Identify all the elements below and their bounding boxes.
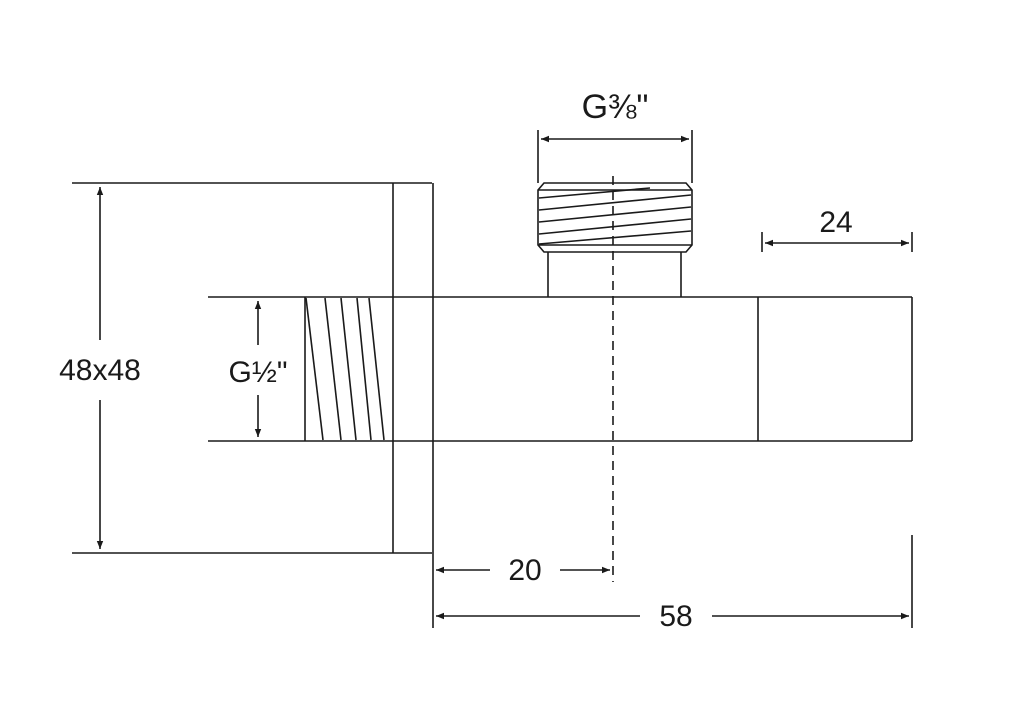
dim-handle-label: 24 bbox=[819, 206, 852, 239]
dim-overall-label: 58 bbox=[659, 600, 692, 633]
inlet-thread bbox=[305, 297, 385, 441]
valve-body bbox=[208, 296, 913, 442]
dim-offset-label: 20 bbox=[508, 554, 541, 587]
wall-plate bbox=[72, 182, 434, 628]
dim-outlet-label: G⅜" bbox=[582, 88, 649, 126]
dim-inlet-label: G½" bbox=[228, 356, 287, 389]
dim-wall-plate-label: 48x48 bbox=[59, 354, 141, 387]
outlet-nipple bbox=[537, 182, 693, 297]
